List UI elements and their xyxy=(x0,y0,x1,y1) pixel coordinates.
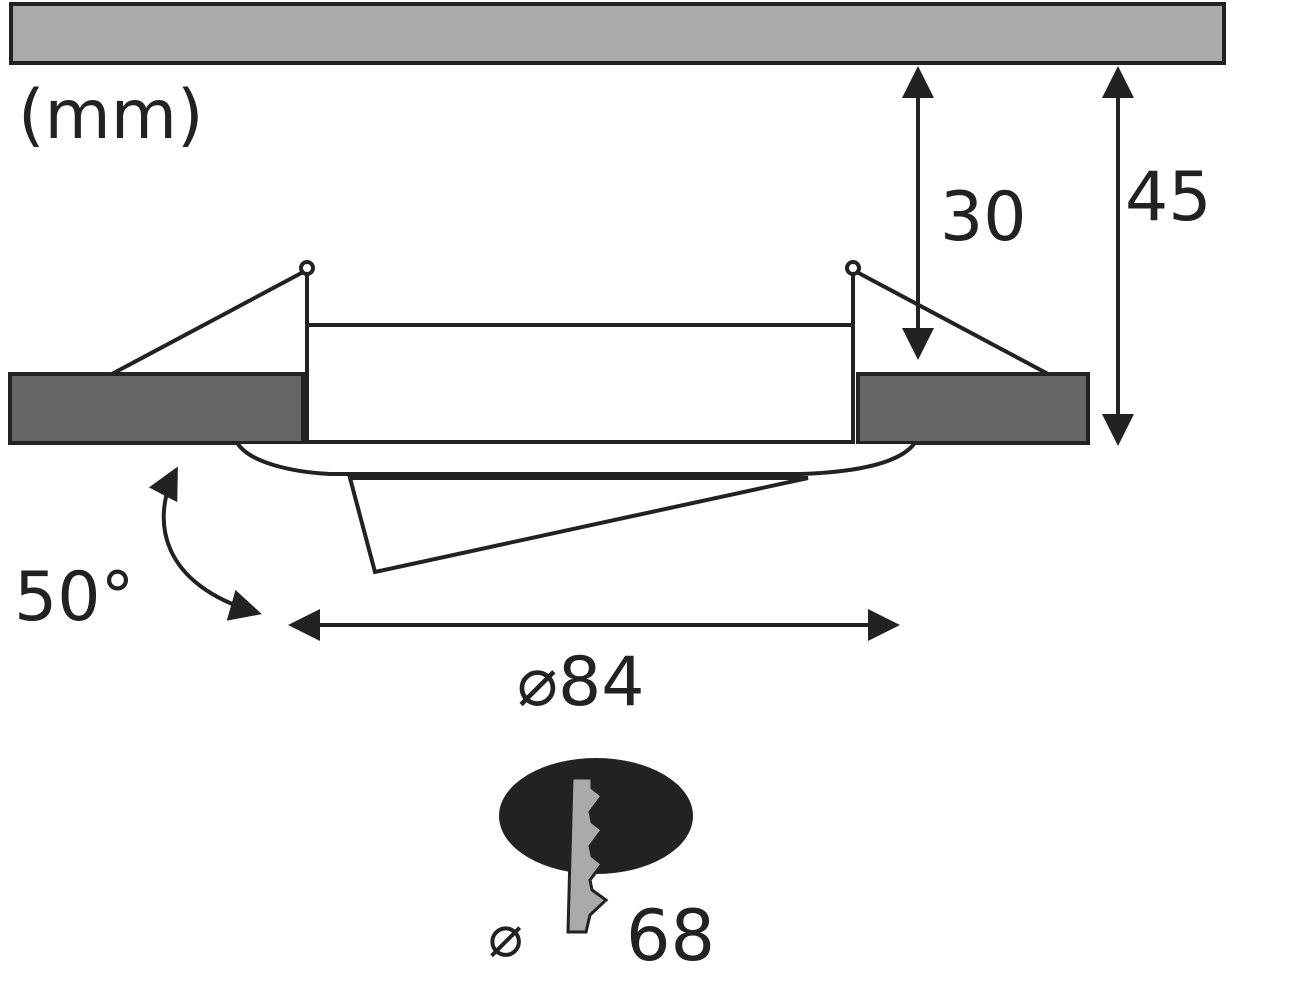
depth-dimension-label: 30 xyxy=(940,178,1027,257)
ceiling-board-right xyxy=(856,372,1090,445)
ceiling-slab xyxy=(9,2,1226,65)
outer-diameter-label: ⌀84 xyxy=(517,643,644,722)
tilted-lamp-insert xyxy=(347,476,809,575)
cutout-diameter-symbol: ⌀ xyxy=(488,902,523,970)
lamp-bezel xyxy=(236,442,916,476)
ceiling-board-left xyxy=(8,372,305,445)
tilt-angle-arrow xyxy=(148,466,262,621)
cutout-diameter-value: 68 xyxy=(626,895,715,977)
tilt-angle-label: 50° xyxy=(14,558,135,637)
cutout-hole-icon xyxy=(499,758,693,934)
unit-label: (mm) xyxy=(18,76,204,155)
height-dimension-label: 45 xyxy=(1125,158,1212,237)
lamp-housing xyxy=(305,323,855,444)
drill-bit-icon xyxy=(566,776,609,934)
